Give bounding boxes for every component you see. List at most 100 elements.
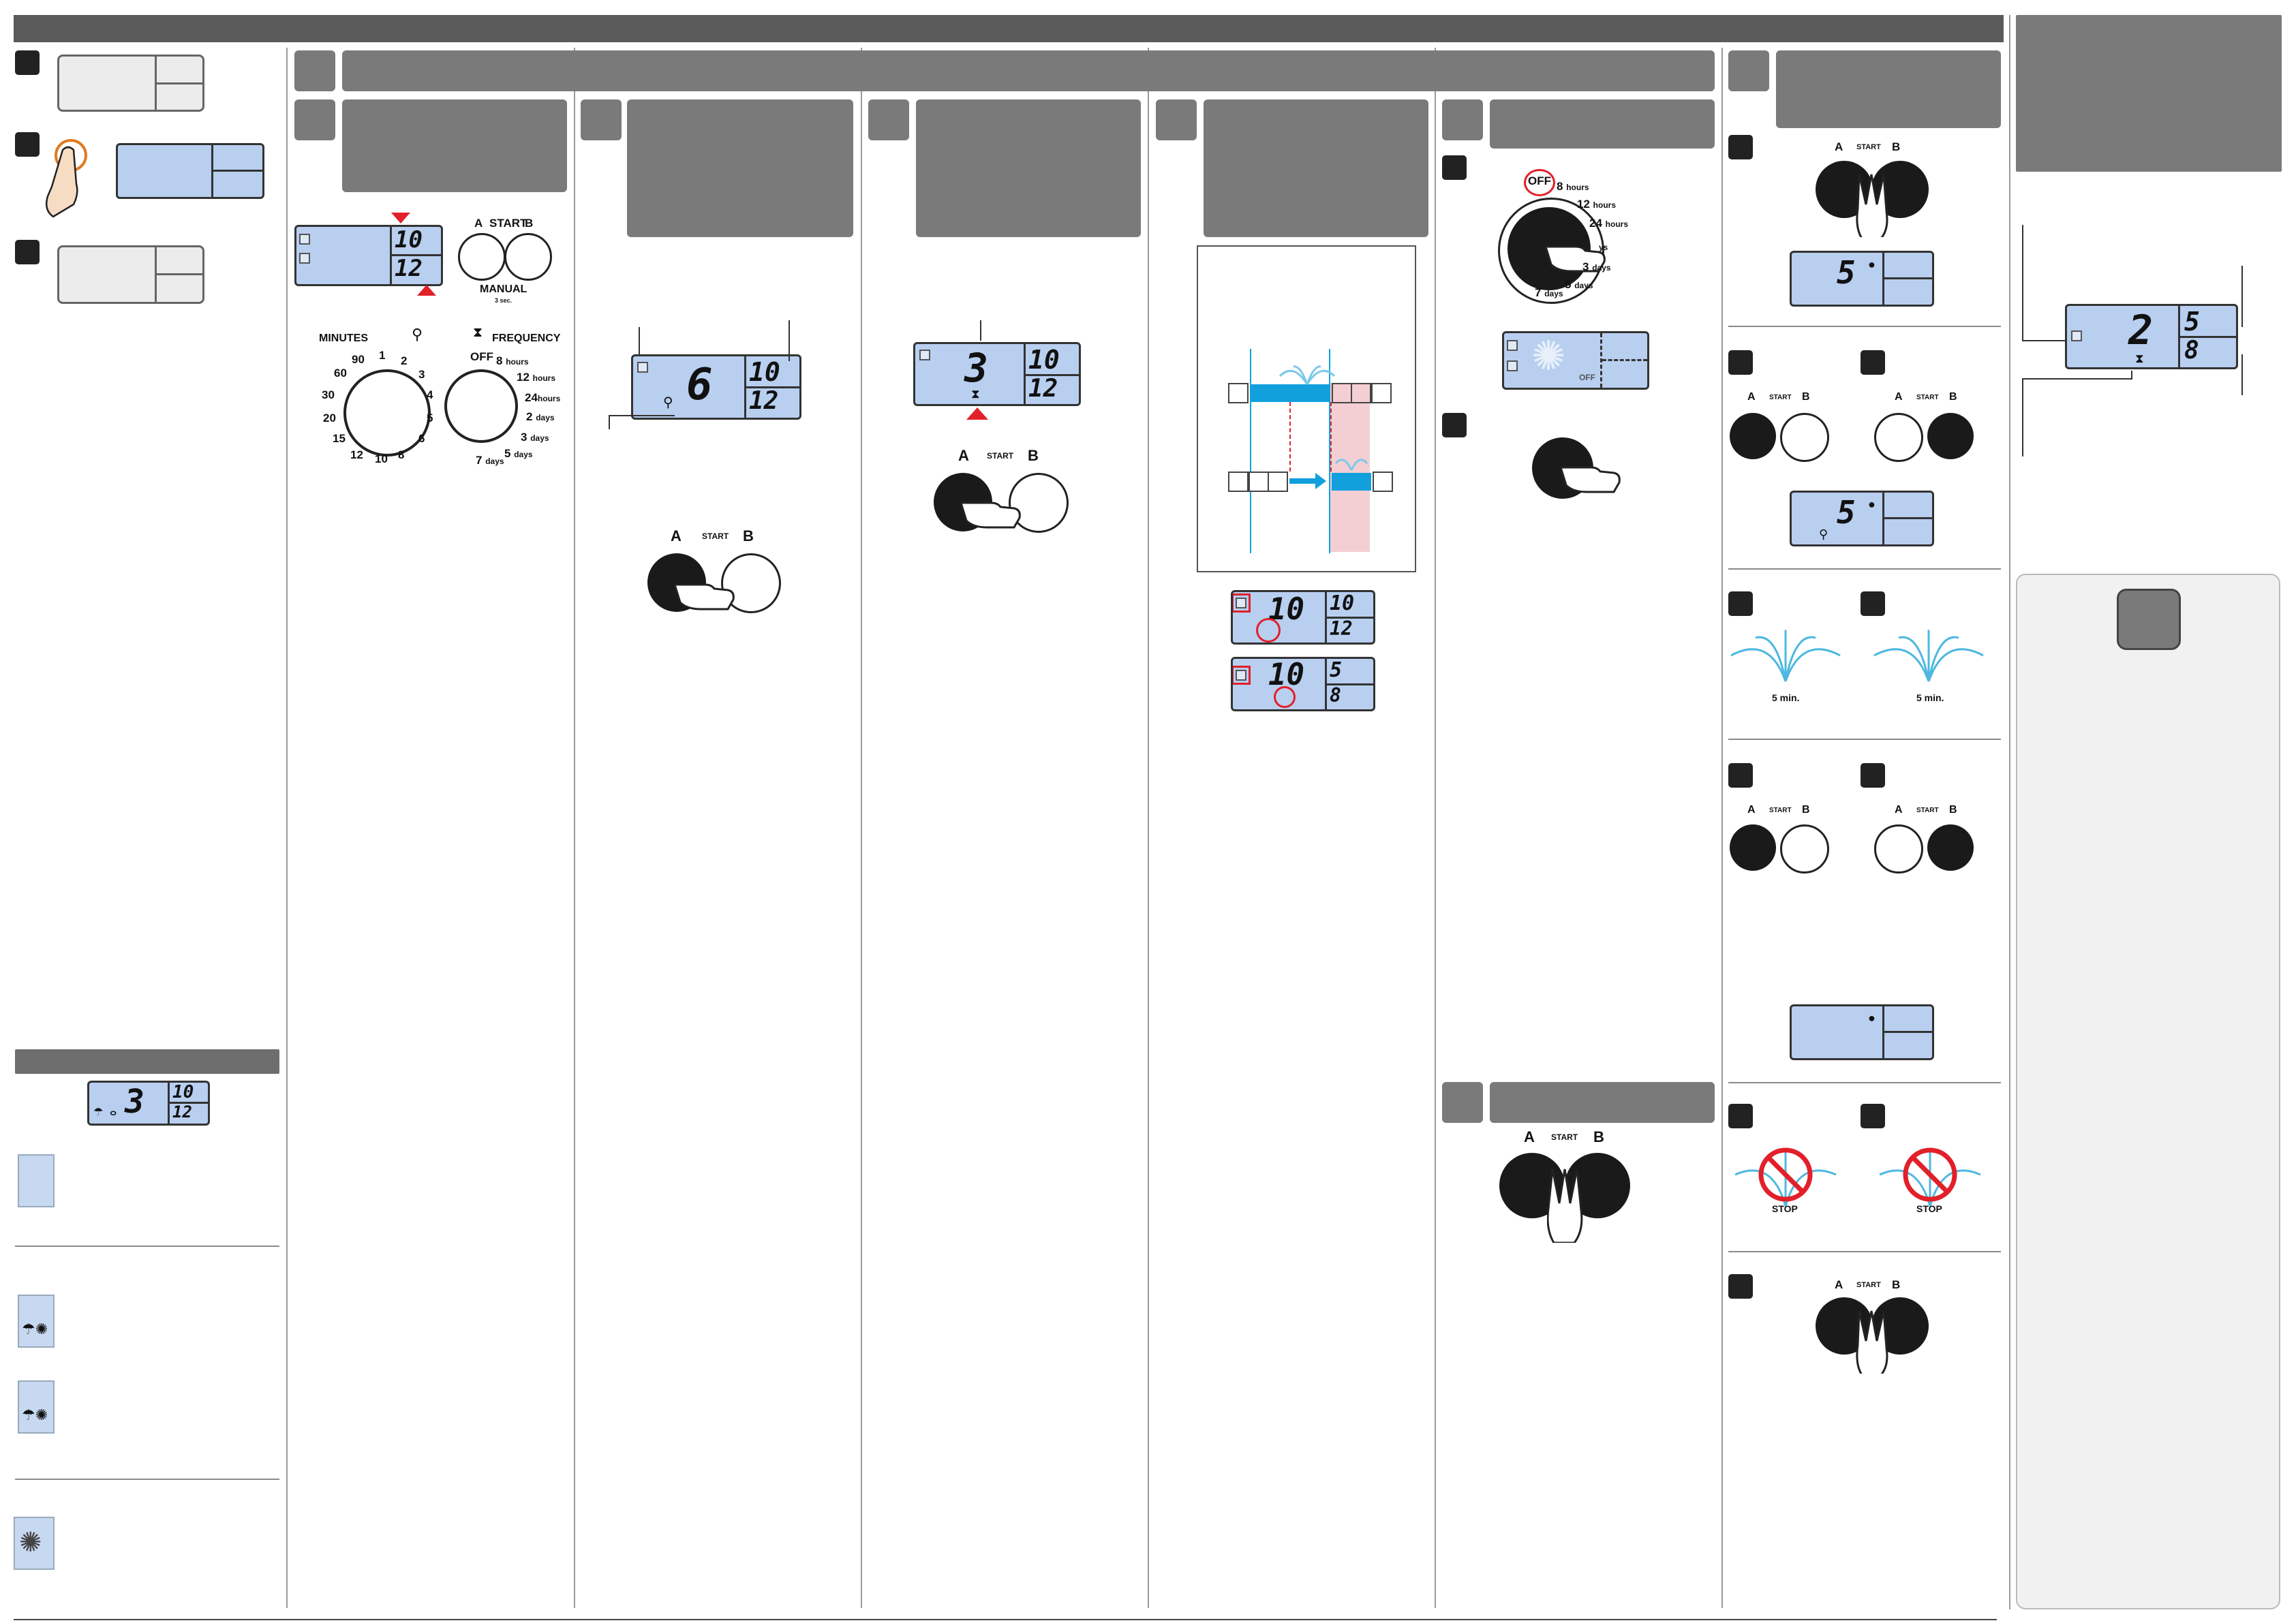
- delay-diagram: [1197, 245, 1416, 572]
- lcd-panel-a: 6 ⚲ 10 12: [631, 354, 801, 420]
- step-number-3: [15, 240, 40, 264]
- red-marker-bottom: [417, 285, 436, 296]
- section-divider: [15, 1246, 279, 1247]
- status-icon-burst: ✺: [14, 1517, 55, 1570]
- step-badge: [294, 99, 335, 140]
- pointing-hand-icon: [675, 583, 735, 610]
- finger-press-icon: [46, 139, 87, 218]
- display-blank-3: [57, 245, 204, 304]
- button-a-pressed[interactable]: [1730, 824, 1776, 871]
- bottom-rule: [14, 1619, 1997, 1620]
- start-b-label: B: [525, 217, 534, 230]
- two-finger-hand-icon: [1856, 174, 1888, 237]
- button-b[interactable]: [1780, 413, 1829, 462]
- section-divider: [1728, 1082, 2001, 1083]
- button-b[interactable]: [1009, 473, 1069, 533]
- umbrella-icon: ☂: [93, 1107, 104, 1118]
- button-a[interactable]: [1874, 413, 1923, 462]
- button-b[interactable]: [1780, 824, 1829, 874]
- lcd-manual-2: 5 ● ⚲: [1790, 491, 1934, 546]
- step-number-5a: [1728, 1104, 1753, 1128]
- pointing-hand-icon: [961, 501, 1021, 529]
- step-number-6: [1728, 1274, 1753, 1299]
- frequency-label: FREQUENCY: [492, 333, 561, 344]
- two-finger-hand-icon: [1547, 1169, 1583, 1243]
- step-number-2: [1442, 413, 1467, 437]
- callout-line: [980, 320, 981, 341]
- column-divider: [1721, 48, 1723, 1608]
- section-divider: [1728, 326, 2001, 327]
- display-blank-1: [57, 55, 204, 112]
- right-header: [2016, 15, 2282, 172]
- step-badge: [1442, 1082, 1483, 1123]
- lcd-off: ✺ OFF: [1502, 331, 1649, 390]
- panel-delay-header: [1204, 99, 1428, 237]
- hourglass-icon: ⧗: [473, 325, 483, 340]
- step-badge: [1442, 99, 1483, 140]
- top-title-bar: [14, 15, 2004, 42]
- notes-panel: [2016, 574, 2280, 1609]
- button-b-pressed[interactable]: [1927, 413, 1974, 459]
- section-divider: [1728, 739, 2001, 740]
- lcd-panel-b: 3 ⧗ 10 12: [913, 342, 1081, 406]
- button-b[interactable]: [504, 233, 552, 281]
- column-divider: [286, 48, 288, 1608]
- status-icon-a: [18, 1154, 55, 1207]
- button-b-pressed[interactable]: [1927, 824, 1974, 871]
- programming-header: [342, 50, 1715, 91]
- step-number-4a: [1728, 763, 1753, 788]
- column-divider: [861, 48, 862, 1608]
- step-badge: [868, 99, 909, 140]
- step-number-4b: [1861, 763, 1885, 788]
- lcd-program-display: 10 12: [294, 225, 443, 286]
- step-badge: [581, 99, 622, 140]
- callout-lines: [2022, 225, 2243, 457]
- step-badge: [294, 50, 335, 91]
- column-divider: [1148, 48, 1149, 1608]
- lcd-right: 2 ⧗ 5 8: [2065, 304, 2238, 369]
- step-number-2a: [1728, 350, 1753, 375]
- minutes-dial[interactable]: [343, 369, 431, 457]
- stop-watering-icon: [1879, 1147, 1981, 1207]
- step-number-1: [15, 50, 40, 75]
- panel-b-header: [916, 99, 1141, 237]
- red-marker: [966, 407, 988, 420]
- lcd-manual-1: 5 ●: [1790, 251, 1934, 307]
- pointing-hand-icon: [1546, 245, 1606, 273]
- step-badge: [1156, 99, 1197, 140]
- button-a[interactable]: [458, 233, 506, 281]
- section-divider: [1728, 568, 2001, 570]
- step-number-2b: [1861, 350, 1885, 375]
- lcd-manual-3: ●: [1790, 1004, 1934, 1060]
- pointing-hand-icon: [1561, 466, 1621, 493]
- column-divider: [574, 48, 575, 1608]
- callout-lines: [609, 320, 790, 429]
- panel-a-header: [627, 99, 853, 237]
- lcd-delay-1: 10 10 12: [1231, 590, 1375, 645]
- sprinkler-icon: ⴰ: [110, 1107, 117, 1118]
- button-a-pressed[interactable]: [1730, 413, 1776, 459]
- step-number-3a: [1728, 591, 1753, 616]
- start-label: START: [489, 217, 527, 230]
- lcd-delay-2: 10 5 8: [1231, 657, 1375, 711]
- red-marker-top: [391, 213, 410, 223]
- step-number-5b: [1861, 1104, 1885, 1128]
- button-a[interactable]: [1874, 824, 1923, 874]
- section-divider: [15, 1479, 279, 1480]
- lcd-status-display: 3 ☂ ⴰ 10 12: [87, 1081, 210, 1126]
- status-section-header: [15, 1049, 279, 1074]
- minutes-label: MINUTES: [319, 333, 368, 344]
- frequency-dial[interactable]: [444, 369, 518, 443]
- manual-label: MANUAL: [480, 283, 527, 295]
- step-badge: [1728, 50, 1769, 91]
- status-icon-rain-1: ☂✺: [18, 1295, 55, 1348]
- sprinkler-spray-icon: [1730, 630, 1841, 682]
- status-icon-rain-2: ☂✺: [18, 1380, 55, 1434]
- step-number-1: [1728, 135, 1753, 159]
- step-number-3b: [1861, 591, 1885, 616]
- off-highlight: [1524, 169, 1555, 196]
- sprinkler-icon: ⚲: [412, 326, 423, 343]
- section-divider: [1728, 1251, 2001, 1252]
- lcd-display-step2: [116, 143, 264, 199]
- reset-header: [1490, 1082, 1715, 1123]
